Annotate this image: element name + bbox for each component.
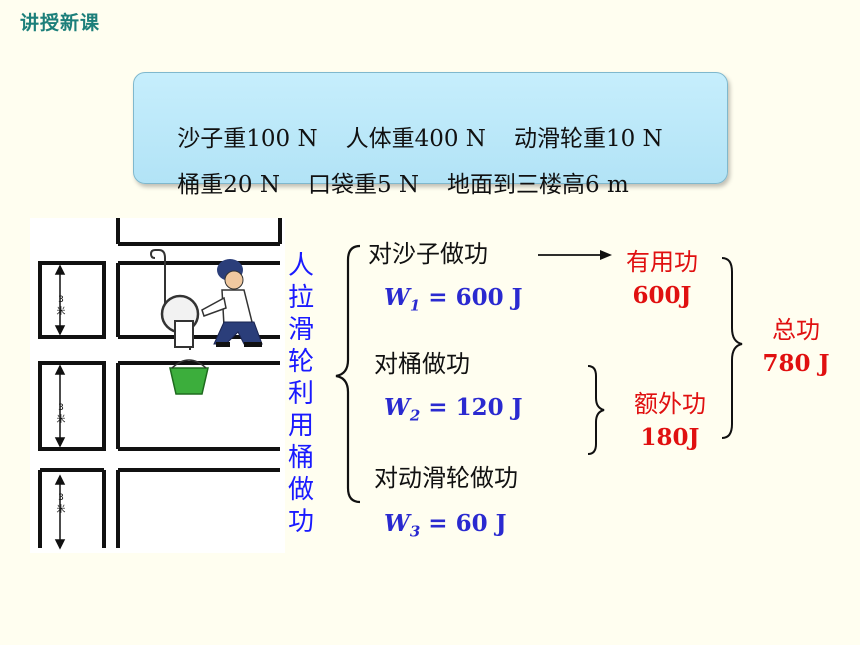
- section-title: 讲授新课: [20, 12, 101, 34]
- pulley-weight: 动滑轮重10 N: [513, 126, 663, 152]
- extra-work-value: 180J: [640, 424, 700, 451]
- work-label-bucket: 对桶做功: [374, 350, 470, 378]
- method-vertical-label: 人拉滑轮利用桶做功: [287, 251, 314, 537]
- svg-text:米: 米: [56, 305, 65, 317]
- extra-brace: [587, 365, 605, 455]
- pulley-building-illustration: 3 米 3 米 3 米: [30, 218, 285, 553]
- total-work-label: 总功: [772, 316, 820, 344]
- floor-height-label-1: 3: [58, 493, 64, 503]
- arrow-to-useful: [600, 250, 612, 260]
- bag-weight: 口袋重5 N: [307, 172, 420, 198]
- left-brace: [335, 244, 361, 504]
- total-work-value: 780 J: [762, 350, 830, 377]
- formula-w1: W1 = 600 J: [384, 284, 523, 315]
- total-brace: [721, 257, 743, 439]
- given-line-1: 沙子重100 N 人体重400 N 动滑轮重10 N: [148, 93, 691, 179]
- useful-work-value: 600J: [632, 282, 692, 309]
- floor-height-label-2: 3: [58, 403, 64, 413]
- height: 地面到三楼高6 m: [447, 172, 629, 198]
- worker-icon: [201, 259, 263, 347]
- extra-work-label: 额外功: [634, 390, 706, 418]
- work-label-pulley: 对动滑轮做功: [374, 464, 518, 492]
- work-label-sand: 对沙子做功: [368, 240, 488, 268]
- formula-w2: W2 = 120 J: [384, 394, 523, 425]
- sand-weight: 沙子重100 N: [177, 126, 318, 152]
- given-conditions-box: 沙子重100 N 人体重400 N 动滑轮重10 N 桶重20 N 口袋重5 N 地面到…: [133, 72, 728, 198]
- svg-text:米: 米: [56, 503, 65, 515]
- bucket-icon: [169, 367, 209, 395]
- given-line-2: 桶重20 N 口袋重5 N 地面到三楼高6 m: [148, 139, 657, 225]
- useful-work-label: 有用功: [626, 248, 698, 276]
- floor-height-label-3: 3: [58, 295, 64, 305]
- body-weight: 人体重400 N: [345, 126, 486, 152]
- svg-text:米: 米: [56, 413, 65, 425]
- bucket-weight: 桶重20 N: [177, 172, 280, 198]
- formula-w3: W3 = 60 J: [384, 510, 507, 541]
